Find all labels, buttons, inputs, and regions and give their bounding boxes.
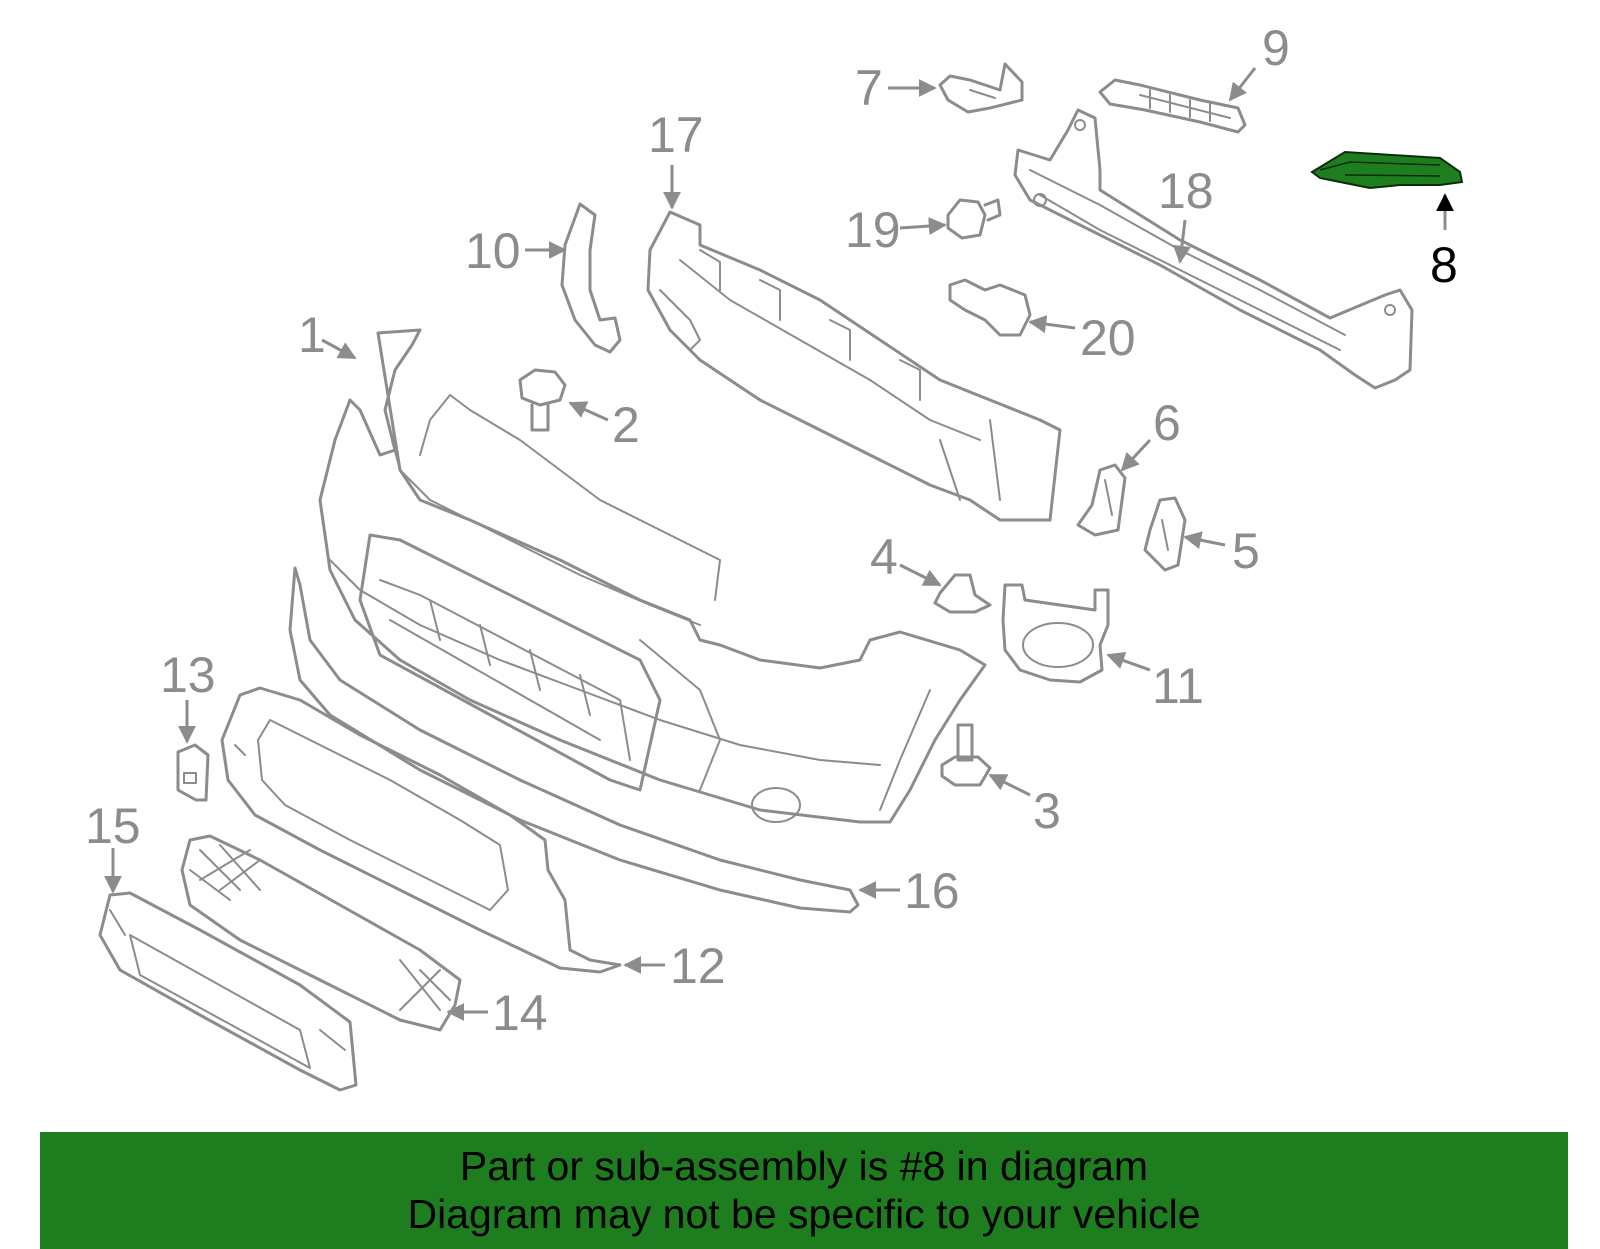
callout-19: 19 [845,202,901,258]
callout-3: 3 [1033,783,1061,839]
callout-13: 13 [160,647,216,703]
bumper-grille-opening [358,533,662,792]
callout-14: 14 [492,985,548,1041]
fog-lamp-bezel-part [1001,583,1110,684]
bolt-part-lower [940,723,992,787]
bolt-part [518,368,567,432]
bolt-part-nineteen [946,198,1002,240]
callout-9: 9 [1262,20,1290,76]
callout-10: 10 [465,223,521,279]
callout-20: 20 [1080,310,1136,366]
callout-8: 8 [1430,237,1458,293]
lower-grille-frame-part [220,686,622,974]
callout-16: 16 [904,863,960,919]
callout-1: 1 [298,307,326,363]
leader-arrows [104,67,1454,1021]
bracket-part-nine [1098,78,1247,134]
callout-labels: 1 2 3 4 5 6 7 8 9 10 11 12 13 14 15 16 1… [85,20,1458,1041]
highlighted-part-eight[interactable] [1310,150,1464,190]
banner-line-disclaimer: Diagram may not be specific to your vehi… [407,1191,1201,1237]
clip-part [933,573,992,614]
energy-absorber-part [646,210,1062,522]
callout-7: 7 [855,60,883,116]
sensor-part [948,278,1032,337]
bracket-part-seven [938,62,1024,114]
callout-12: 12 [670,938,726,994]
side-bracket-part [560,202,622,354]
small-bracket-part [176,743,210,802]
parts-diagram: 1 2 3 4 5 6 7 8 9 10 11 12 13 14 15 16 1… [85,20,1464,1092]
info-banner: Part or sub-assembly is #8 in diagram Di… [40,1132,1568,1249]
callout-17: 17 [648,107,704,163]
callout-11: 11 [1152,658,1204,714]
callout-18: 18 [1158,163,1214,219]
bumper-cover-part [318,328,987,824]
callout-5: 5 [1232,523,1260,579]
lower-strip-part [288,566,860,914]
bracket-part-five [1143,496,1187,572]
banner-line-part-number: Part or sub-assembly is #8 in diagram [459,1143,1149,1189]
callout-6: 6 [1153,395,1181,451]
callout-4: 4 [870,529,898,585]
bracket-part-six [1076,463,1127,537]
callout-15: 15 [85,798,141,854]
callout-2: 2 [612,397,640,453]
lower-grille-panel-part [98,891,358,1092]
